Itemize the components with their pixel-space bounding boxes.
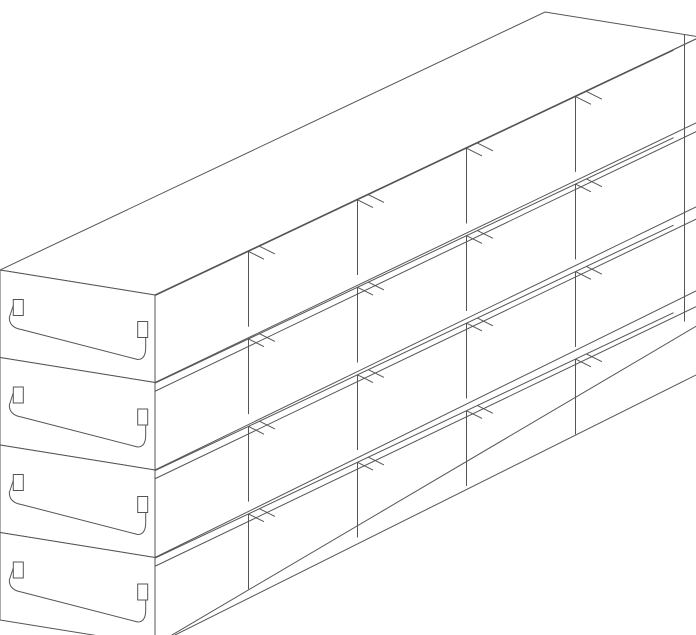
shelf-back-line: [150, 312, 674, 561]
divider-rail: [477, 230, 494, 239]
divider-rail: [248, 338, 265, 348]
divider-rail: [357, 374, 374, 383]
handle-bracket: [137, 583, 149, 601]
shelf-edge-lower: [154, 131, 696, 392]
handle-bracket: [12, 474, 24, 491]
handle-bracket: [12, 386, 24, 404]
divider-rail: [357, 199, 374, 208]
shelf-back-line: [150, 224, 674, 474]
divider-rail: [477, 142, 494, 152]
divider-rail: [357, 286, 374, 296]
shelf-edge: [154, 206, 696, 471]
divider-rail: [586, 178, 603, 188]
handle-bracket: [137, 408, 149, 426]
shelf-edge: [154, 38, 696, 296]
divider-rail: [368, 281, 385, 291]
divider-rail: [368, 194, 385, 203]
divider-rail: [575, 96, 592, 105]
divider-rail: [248, 425, 265, 435]
divider-rail: [477, 317, 494, 327]
divider-rail: [466, 410, 483, 419]
divider-rail: [368, 456, 385, 466]
divider-rail: [575, 183, 592, 193]
divider-rail: [466, 322, 483, 332]
divider-rail: [259, 420, 276, 430]
bottom-edge: [170, 325, 696, 635]
handle-bracket: [137, 496, 149, 513]
divider-rail: [248, 513, 265, 523]
divider-rail: [477, 405, 494, 414]
divider-rail: [586, 353, 603, 363]
drawer-front: [0, 531, 156, 635]
drawer-handle[interactable]: [8, 392, 147, 448]
handle-bracket: [12, 299, 24, 316]
shelf-edge: [154, 290, 696, 558]
divider-rail: [259, 333, 276, 342]
shelf-edge-lower: [154, 306, 696, 567]
shelf-edge-lower: [154, 218, 696, 480]
divider-rail: [259, 508, 276, 517]
drawer-handle[interactable]: [8, 305, 147, 360]
divider-rail: [575, 358, 592, 368]
handle-bracket: [137, 321, 149, 338]
divider-rail: [259, 245, 276, 255]
handle-bracket: [12, 561, 24, 579]
divider-rail: [466, 235, 483, 244]
divider-rail: [586, 90, 603, 100]
divider-rail: [368, 369, 385, 378]
shelf-back-line: [150, 137, 674, 386]
divider-rail: [586, 265, 603, 275]
drawer-handle[interactable]: [8, 567, 147, 623]
divider-rail: [575, 271, 592, 280]
divider-rail: [248, 250, 265, 260]
drawer-handle[interactable]: [8, 480, 147, 535]
top-panel: [0, 11, 696, 296]
shelf-edge: [173, 374, 696, 635]
shelf-edge: [154, 122, 696, 383]
divider-rail: [357, 461, 374, 471]
shelf-back-line: [150, 49, 674, 299]
divider-rail: [466, 147, 483, 157]
